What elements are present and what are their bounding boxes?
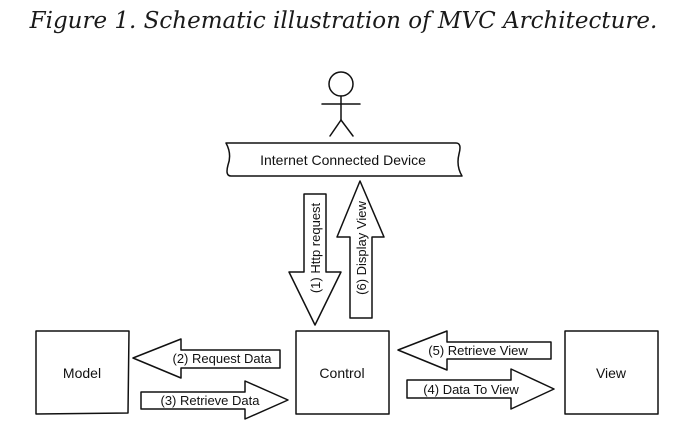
view-label: View — [596, 365, 627, 381]
http-request-arrow — [288, 193, 342, 326]
request-data-arrow — [132, 338, 281, 379]
retrieve-view-arrow — [397, 330, 552, 371]
retrieve-view-label: (5) Retrieve View — [428, 343, 528, 358]
retrieve-data-arrow — [140, 380, 289, 420]
model-label: Model — [63, 365, 101, 381]
device-box — [225, 142, 463, 177]
view-box — [564, 330, 659, 415]
http-request-label: (1) Http request — [308, 202, 323, 293]
device-label: Internet Connected Device — [260, 152, 426, 168]
control-box — [295, 330, 390, 415]
user-stick-figure — [321, 71, 361, 137]
control-label: Control — [319, 365, 364, 381]
retrieve-data-label: (3) Retrieve Data — [161, 393, 261, 408]
request-data-label: (2) Request Data — [173, 351, 273, 366]
model-box — [35, 330, 130, 415]
figure-title: Figure 1. Schematic illustration of MVC … — [29, 8, 658, 34]
display-view-arrow — [336, 180, 385, 319]
data-to-view-arrow — [406, 368, 555, 410]
data-to-view-label: (4) Data To View — [423, 382, 519, 397]
display-view-label: (6) Display View — [354, 201, 369, 295]
